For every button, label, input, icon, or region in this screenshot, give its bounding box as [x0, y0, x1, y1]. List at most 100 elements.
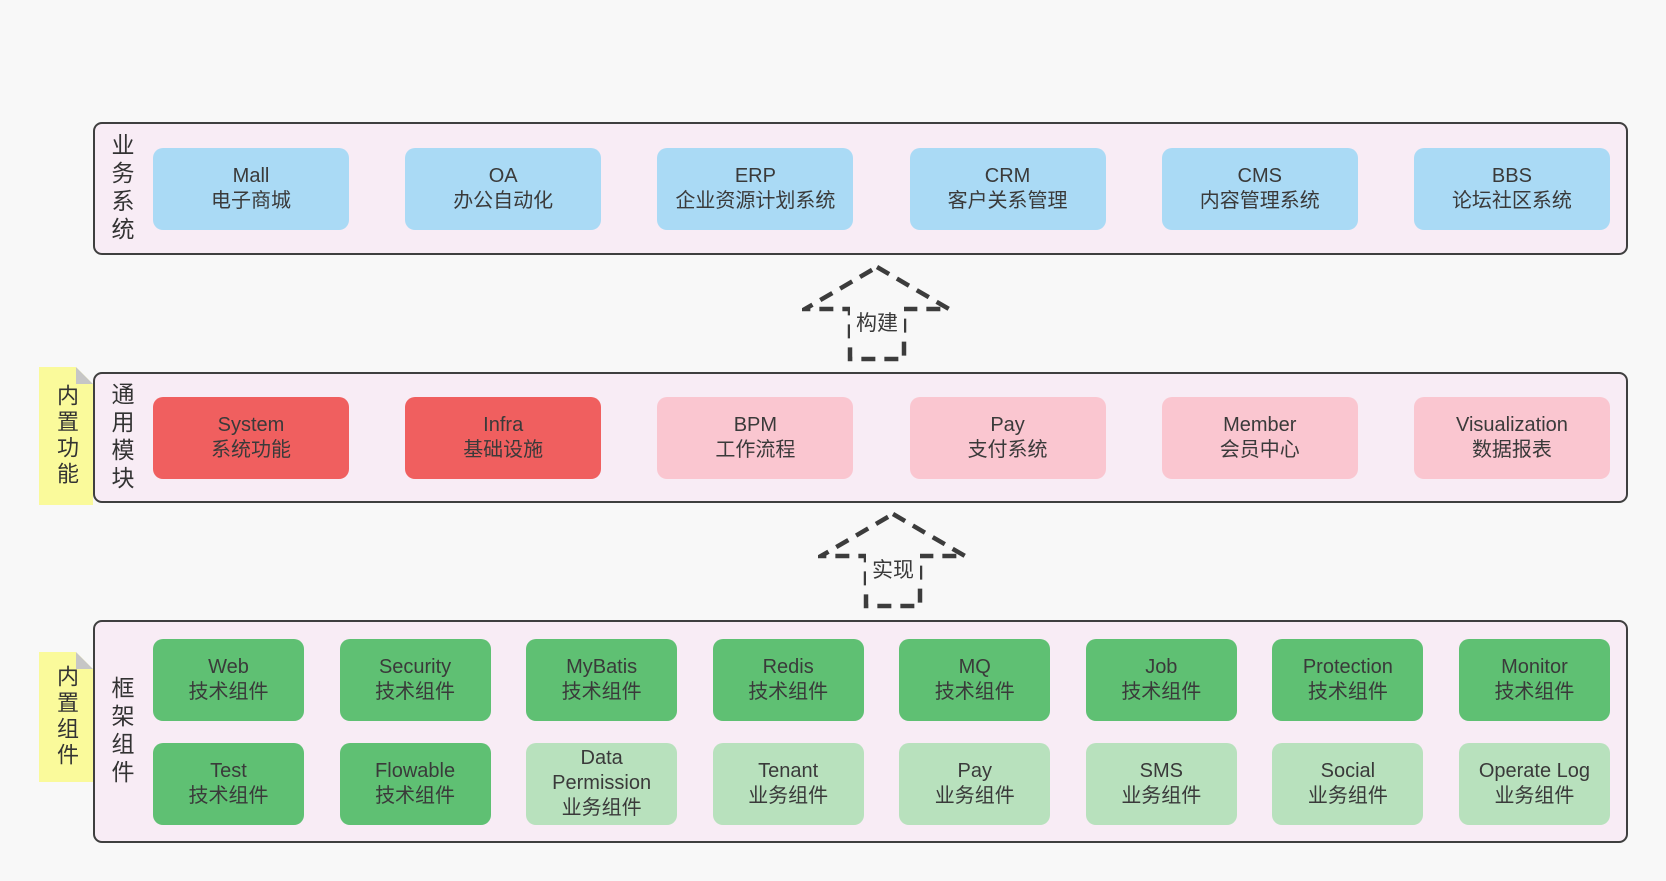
box-title: System [217, 413, 285, 436]
note-text: 内置功能 [54, 384, 79, 488]
box-subtitle: 业务组件 [1494, 784, 1575, 807]
box-title: SMS [1139, 759, 1183, 782]
box-title: Test [210, 759, 247, 782]
box-title: Mall [232, 164, 270, 187]
box-subtitle: 技术组件 [188, 680, 269, 703]
folded-corner-icon [76, 367, 93, 384]
box-subtitle: 技术组件 [1307, 680, 1388, 703]
box-subtitle: 电子商城 [211, 189, 291, 212]
sticky-note-builtin-components: 内置组件 [39, 652, 93, 782]
box-subtitle: 客户关系管理 [947, 189, 1068, 212]
box-title: Social [1320, 759, 1376, 782]
note-text: 内置组件 [54, 665, 79, 769]
box-title: Tenant [758, 759, 819, 782]
box-title: BBS [1491, 164, 1532, 187]
box-subtitle: 数据报表 [1471, 438, 1552, 461]
box-subtitle: 技术组件 [1121, 680, 1202, 703]
box-subtitle: 技术组件 [934, 680, 1015, 703]
box-subtitle: 业务组件 [1307, 784, 1388, 807]
box-subtitle: 会员中心 [1219, 438, 1300, 461]
box-title: ERP [734, 164, 776, 187]
band-label: 业务系统 [108, 132, 134, 245]
box-title: Data Permission [552, 747, 652, 794]
box-subtitle: 业务组件 [934, 784, 1015, 807]
box-subtitle: 业务组件 [561, 797, 642, 819]
arrow-up-implement: 实现 [818, 511, 968, 609]
box-subtitle: 技术组件 [375, 680, 456, 703]
box-title: Visualization [1455, 413, 1568, 436]
box-subtitle: 基础设施 [463, 438, 544, 461]
box-title: Security [378, 655, 452, 678]
box-subtitle: 内容管理系统 [1199, 189, 1320, 212]
box-title: Protection [1302, 655, 1393, 678]
box-subtitle: 业务组件 [1121, 784, 1202, 807]
band-label: 通用模块 [108, 381, 134, 494]
box-title: Member [1223, 413, 1297, 436]
box-subtitle: 技术组件 [748, 680, 829, 703]
box-subtitle: 技术组件 [188, 784, 269, 807]
box-title: Redis [762, 655, 814, 678]
box-title: Flowable [375, 759, 456, 782]
arrow-label: 构建 [850, 304, 904, 340]
box-title: Web [208, 655, 249, 678]
box-title: CMS [1237, 164, 1282, 187]
box-subtitle: 技术组件 [1494, 680, 1575, 703]
band-label: 框架组件 [108, 675, 134, 788]
sticky-note-builtin-features: 内置功能 [39, 367, 93, 505]
box-subtitle: 业务组件 [748, 784, 829, 807]
box-subtitle: 支付系统 [967, 438, 1048, 461]
box-title: BPM [733, 413, 778, 436]
box-title: Operate Log [1478, 759, 1591, 782]
box-title: Job [1145, 655, 1178, 678]
box-title: MyBatis [566, 655, 638, 678]
box-subtitle: 企业资源计划系统 [675, 189, 836, 212]
box-subtitle: 系统功能 [211, 438, 291, 461]
box-subtitle: 工作流程 [715, 438, 796, 461]
box-title: Pay [990, 413, 1025, 436]
box-title: Monitor [1501, 655, 1568, 678]
box-title: MQ [958, 655, 991, 678]
box-subtitle: 技术组件 [375, 784, 456, 807]
box-title: Infra [483, 413, 524, 436]
box-subtitle: 论坛社区系统 [1451, 189, 1572, 212]
box-data-permission: Data Permission 业务组件 [526, 742, 678, 825]
box-title: CRM [984, 164, 1031, 187]
box-subtitle: 技术组件 [561, 680, 642, 703]
box-title: Pay [957, 759, 992, 782]
